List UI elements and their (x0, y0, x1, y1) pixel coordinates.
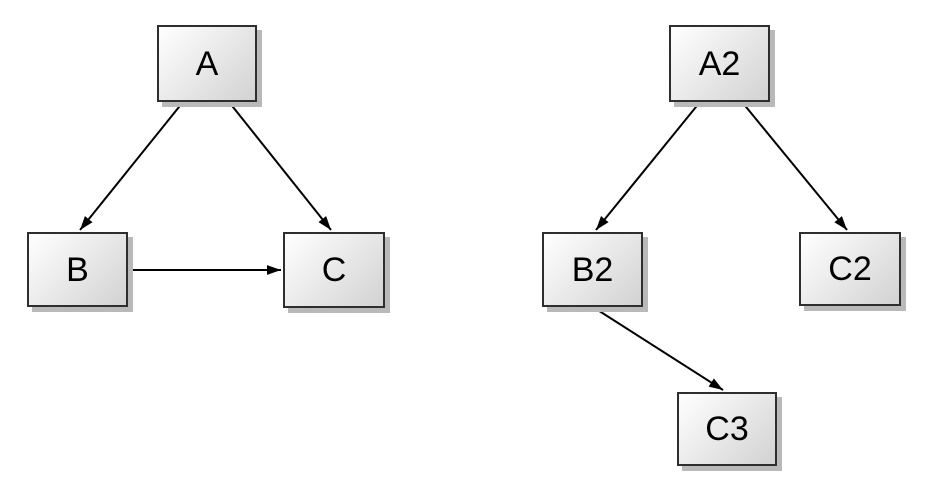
node-C3[interactable]: C3 (677, 392, 777, 466)
node-B[interactable]: B (27, 232, 128, 307)
edge-A-to-C (228, 101, 332, 231)
node-label-B2: B2 (571, 250, 614, 289)
node-A[interactable]: A (157, 25, 257, 102)
node-C2[interactable]: C2 (799, 232, 901, 306)
node-label-C: C (321, 251, 347, 289)
node-C[interactable]: C (283, 232, 385, 308)
node-label-C2: C2 (828, 250, 872, 288)
edge-B2-to-C3 (592, 306, 724, 391)
node-label-C3: C3 (705, 410, 749, 448)
edge-A-to-B (79, 101, 184, 231)
node-label-A2: A2 (698, 44, 741, 83)
node-B2[interactable]: B2 (542, 232, 643, 307)
node-A2[interactable]: A2 (669, 25, 770, 102)
edge-A2-to-B2 (595, 101, 701, 231)
node-label-B: B (66, 250, 89, 289)
node-label-A: A (195, 44, 219, 83)
edge-A2-to-C2 (741, 101, 848, 231)
